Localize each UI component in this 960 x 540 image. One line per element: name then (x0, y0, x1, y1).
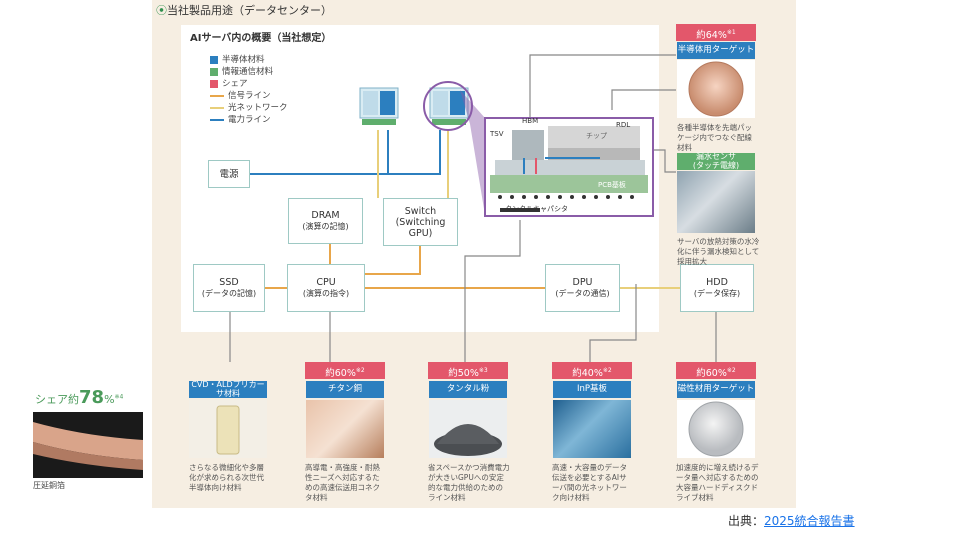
label-tsv: TSV (490, 130, 504, 138)
share-badge-semiconductor-target: 約64%※1 (676, 24, 756, 41)
titanium-copper-photo (306, 400, 384, 458)
label-titanium-copper: チタン銅 (306, 381, 384, 398)
label-magnetic-target: 磁性材用ターゲット (677, 381, 755, 398)
legend-signal-line: 信号ライン (210, 91, 271, 102)
power-line-2 (250, 130, 441, 175)
desc-semiconductor-target: 各種半導体を先端パッケージ内でつなぐ配線材料 (677, 123, 752, 152)
section-title: ⦿当社製品用途（データセンター） (156, 4, 332, 17)
server-rack-icon-1 (359, 87, 399, 125)
rolled-copper-foil-photo (33, 412, 143, 478)
cvd-precursor-photo (189, 400, 267, 458)
node-power: 電源 (208, 160, 250, 188)
node-hdd: HDD(データ保存) (680, 264, 754, 312)
server-rack-icon-2 (429, 87, 469, 125)
desc-leak-sensor: サーバの放熱対策の水冷化に伴う漏水検知として採用拡大 (677, 237, 760, 266)
share-badge-magnetic-target: 約60%※2 (676, 362, 756, 379)
node-dpu: DPU(データの通信) (545, 264, 620, 312)
desc-cvd-ald-precursor: さらなる微細化や多層化が求められる次世代半導体向け材料 (189, 463, 264, 492)
desc-magnetic-target: 加速度的に増え続けるデータ量へ対応するための大容量ハードディスクドライブ材料 (676, 463, 759, 502)
semiconductor-target-photo (677, 60, 755, 118)
node-ssd: SSD(データの記憶) (193, 264, 265, 312)
label-capacitor: タンタルキャパシタ (505, 205, 568, 213)
desc-tantalum-powder: 省スペースかつ消費電力が大きいGPUへの安定的な電力供給のためのライン材料 (428, 463, 510, 502)
label-chip: チップ (586, 132, 607, 140)
section-marker-icon: ⦿ (156, 4, 167, 17)
legend-optical-line: 光ネットワーク (210, 103, 288, 114)
legend-telecom: 情報通信材料 (210, 67, 273, 78)
share-badge-tantalum-powder: 約50%※3 (428, 362, 508, 379)
desc-titanium-copper: 高導電・高強度・耐熱性ニーズへ対応するための高速伝送用コネクタ材料 (305, 463, 380, 502)
label-rdl: RDL (616, 121, 631, 129)
node-cpu: CPU(演算の指令) (287, 264, 365, 312)
node-dram: DRAM(演算の記憶) (288, 198, 363, 244)
source-report-link[interactable]: 2025統合報告書 (764, 514, 855, 528)
legend-power-line: 電力ライン (210, 115, 271, 126)
signal-cpu-switch (365, 246, 421, 275)
label-inp-substrate: InP基板 (553, 381, 631, 398)
inp-substrate-photo (553, 400, 631, 458)
label-semiconductor-target: 半導体用ターゲット (677, 42, 755, 59)
leak-sensor-photo (677, 171, 755, 233)
desc-inp-substrate: 高速・大容量のデータ伝送を必要とするAIサーバ間の光ネットワーク向け材料 (552, 463, 627, 502)
label-leak-sensor: 漏水センサ(タッチ電線) (677, 152, 755, 170)
gpu-highlight-circle (423, 81, 473, 131)
legend-semiconductor: 半導体材料 (210, 55, 265, 66)
legend-share: シェア (210, 79, 248, 90)
diagram-title: AIサーバ内の概要（当社想定） (190, 33, 332, 44)
label-tantalum-powder: タンタル粉 (429, 381, 507, 398)
source-citation: 出典：2025統合報告書 (728, 514, 855, 528)
foil-caption: 圧延銅箔 (33, 481, 65, 490)
foil-share-label: シェア約78%※4 (35, 387, 124, 408)
label-hbm: HBM (522, 117, 539, 125)
power-line-1 (250, 130, 389, 175)
label-pcb: PCB基板 (598, 181, 626, 189)
tantalum-powder-photo (429, 400, 507, 458)
label-cvd-ald-precursor: CVD・ALDプリカーサ材料 (189, 380, 267, 398)
share-badge-titanium-copper: 約60%※2 (305, 362, 385, 379)
magnetic-target-photo (677, 400, 755, 458)
share-badge-inp-substrate: 約40%※2 (552, 362, 632, 379)
